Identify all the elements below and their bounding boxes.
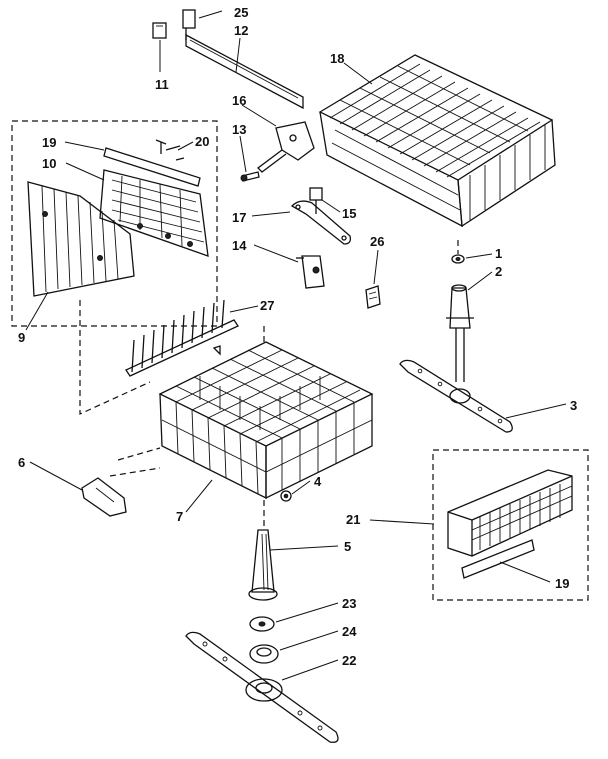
callout-6: 6 <box>18 455 25 470</box>
clip <box>365 285 381 309</box>
lower-dish-rack <box>158 341 374 500</box>
upper-dish-rack <box>318 54 556 228</box>
callout-23: 23 <box>342 596 356 611</box>
callout-15: 15 <box>342 206 356 221</box>
callout-9: 9 <box>18 330 25 345</box>
callout-18: 18 <box>330 51 344 66</box>
callout-1: 1 <box>495 246 502 261</box>
spray-arm-mount <box>296 255 325 289</box>
callout-22: 22 <box>342 653 356 668</box>
callout-16: 16 <box>232 93 246 108</box>
washer-23 <box>249 616 275 632</box>
callout-26: 26 <box>370 234 384 249</box>
basket-handle-strip <box>103 147 201 187</box>
callout-7: 7 <box>176 509 183 524</box>
tine-row <box>125 299 239 377</box>
washer-1 <box>451 254 465 264</box>
leader-lines <box>25 10 567 681</box>
callout-17: 17 <box>232 210 246 225</box>
callout-12: 12 <box>234 23 248 38</box>
rail-end-cap <box>152 22 167 39</box>
callout-5: 5 <box>344 539 351 554</box>
basket-group-box <box>432 449 589 601</box>
spray-tube <box>446 284 474 382</box>
callout-10: 10 <box>42 156 56 171</box>
callout-20: 20 <box>195 134 209 149</box>
basket-clip <box>155 139 185 161</box>
callout-27: 27 <box>260 298 274 313</box>
callout-4: 4 <box>314 474 322 489</box>
callout-19b: 19 <box>555 576 569 591</box>
silverware-basket-group-box <box>11 120 218 327</box>
track-stop <box>81 477 127 517</box>
upper-spray-arm <box>290 187 352 245</box>
screw <box>240 171 260 182</box>
callout-19a: 19 <box>42 135 56 150</box>
callout-14: 14 <box>232 238 247 253</box>
silverware-basket-cover <box>99 169 209 257</box>
basket-strip <box>461 539 535 579</box>
rack-bracket <box>257 121 315 173</box>
callout-labels: 25 12 11 18 16 13 19 20 10 15 17 14 26 1… <box>18 5 577 668</box>
callout-11: 11 <box>155 77 169 92</box>
callout-21: 21 <box>346 512 360 527</box>
silverware-basket-body <box>27 181 135 297</box>
lower-spray-arm <box>185 631 339 743</box>
lower-spray-tube <box>248 529 278 601</box>
middle-spray-arm <box>399 359 513 433</box>
callout-13: 13 <box>232 122 246 137</box>
washer-24 <box>249 644 279 664</box>
utility-basket <box>447 469 573 557</box>
callout-25: 25 <box>234 5 248 20</box>
callout-3: 3 <box>570 398 577 413</box>
rack-wheel <box>280 490 292 502</box>
callout-2: 2 <box>495 264 502 279</box>
callout-24: 24 <box>342 624 357 639</box>
upper-rack-rail <box>182 9 304 110</box>
